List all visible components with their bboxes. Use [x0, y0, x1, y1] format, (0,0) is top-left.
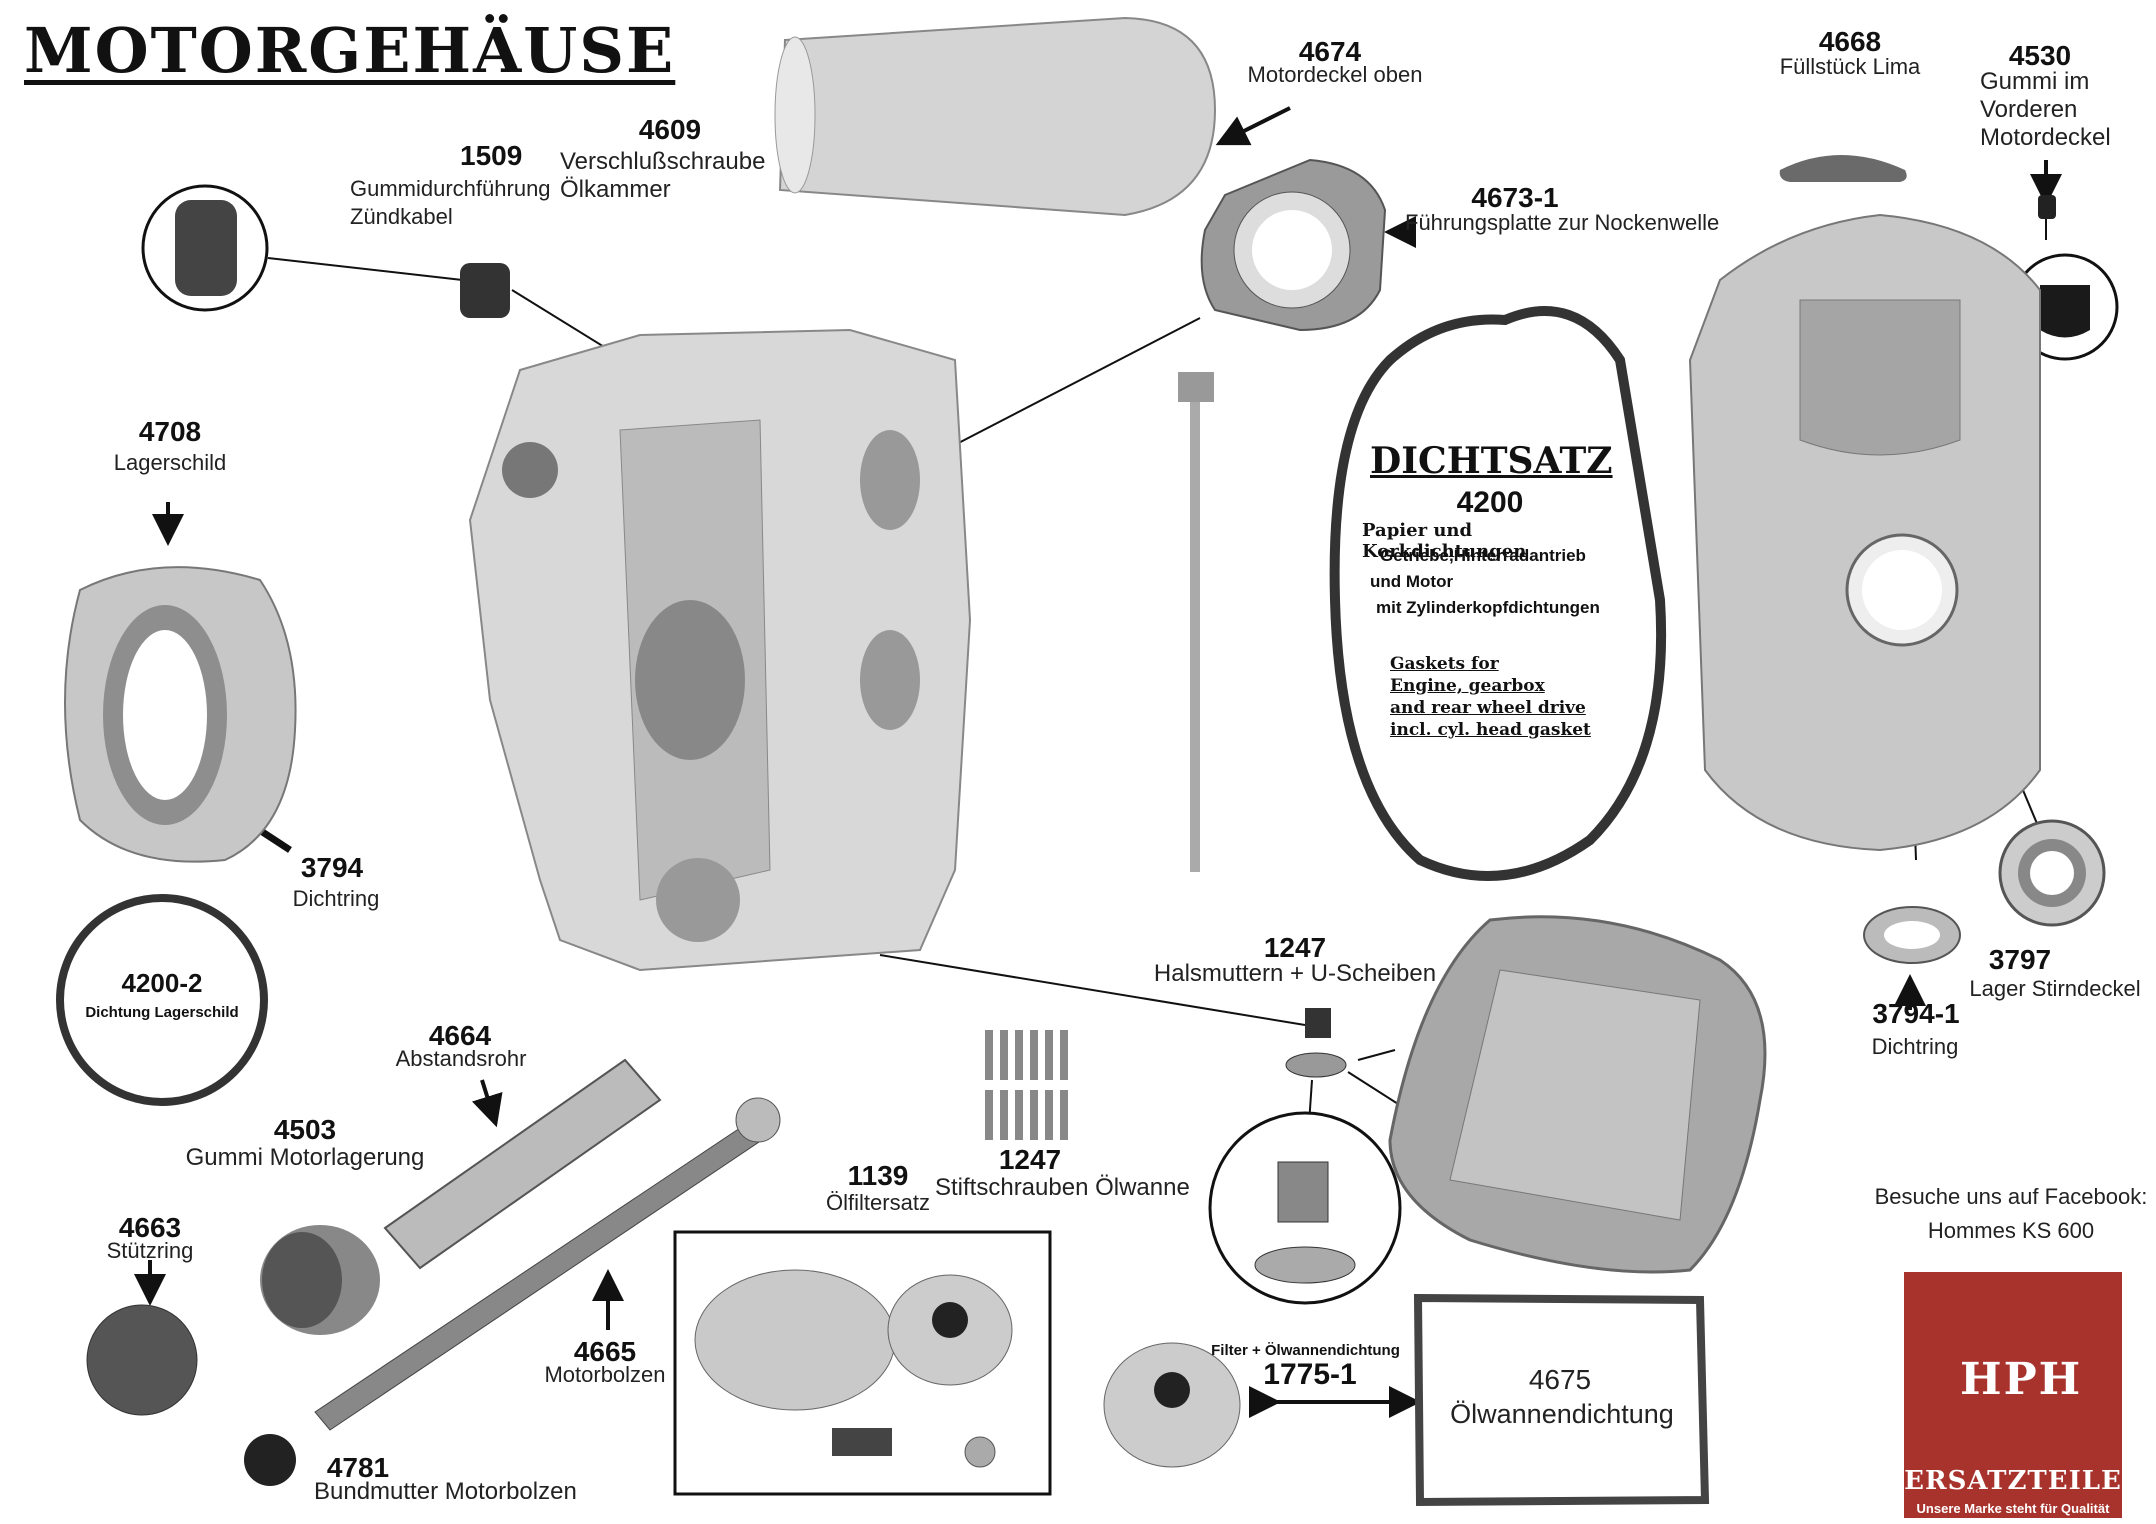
part-label-4663: Stützring: [106, 1238, 194, 1263]
part-number-3794: 3794: [300, 852, 364, 883]
washer-zoom-icon: [1254, 1246, 1356, 1284]
oil-filter-set-box: [673, 1230, 1052, 1496]
part-label-4530-line3: Motordeckel: [1980, 124, 2111, 151]
oil-pan-icon: [1388, 915, 1767, 1274]
seal-ring-icon: [1863, 906, 1961, 964]
motor-cover-top-icon: [774, 16, 1217, 217]
gasket-set-en2: Engine, gearbox: [1390, 676, 1545, 696]
part-label-4530-line2: Vorderen: [1980, 96, 2078, 123]
part-label-4781: Bundmutter Motorbolzen: [314, 1478, 577, 1505]
neck-nut-icon: [1305, 1008, 1331, 1038]
gasket-set-line4: mit Zylinderkopfdichtungen: [1376, 598, 1600, 617]
front-cover-icon: [1688, 213, 2041, 852]
part-number-4674: 4674: [1298, 36, 1362, 67]
part-label-4609-line2: Ölkammer: [560, 176, 671, 203]
filler-piece-icon: [1779, 155, 1907, 182]
gasket-set-line2: Getriebe,Hinterradantrieb: [1380, 546, 1586, 565]
flange-nut-icon: [244, 1434, 296, 1486]
page-title: MOTORGEHÄUSE: [24, 14, 676, 87]
gasket-set-number: 4200: [1456, 486, 1524, 519]
gasket-set-line1: Papier und Korkdichtungen: [1362, 520, 1527, 562]
part-label-4673-1: Führungsplatte zur Nockenwelle: [1405, 210, 1720, 235]
part-number-4664: 4664: [428, 1020, 492, 1051]
logo-letters: HPH: [1960, 1354, 2083, 1405]
gasket-set-line3: und Motor: [1370, 572, 1454, 591]
part-label-4708: Lagerschild: [113, 450, 227, 475]
spacer-tube-icon: [383, 1058, 662, 1270]
part-label-4200-2: Dichtung Lagerschild: [85, 1004, 239, 1021]
part-label-3794: Dichtring: [292, 886, 380, 911]
hph-logo: ERSATZTEILE Unsere Marke steht für Quali…: [1904, 1272, 2122, 1518]
gasket-set-icon: [1329, 306, 1667, 881]
part-label-1775-1: Filter + Ölwannendichtung: [1211, 1342, 1400, 1359]
logo-brand: ERSATZTEILE: [1904, 1466, 2122, 1496]
part-number-1139: 1139: [847, 1160, 909, 1191]
oil-pan-gasket-icon: [1413, 1293, 1710, 1507]
part-label-4503: Gummi Motorlagerung: [185, 1144, 425, 1171]
part-label-4609-line1: Verschlußschraube: [560, 148, 766, 175]
part-label-4674: Motordeckel oben: [1247, 62, 1423, 87]
part-number-1509: 1509: [460, 140, 523, 171]
part-label-4668: Füllstück Lima: [1779, 54, 1921, 79]
filter-icon: [1103, 1342, 1241, 1468]
part-number-1775-1: 1775-1: [1263, 1358, 1357, 1391]
part-number-4663: 4663: [118, 1212, 182, 1243]
part-number-1247-nuts: 1247: [1263, 932, 1327, 963]
gasket-set-title: DICHTSATZ: [1370, 440, 1613, 482]
logo-slogan: Unsere Marke steht für Qualität: [1916, 1501, 2110, 1516]
dipstick-icon: [1178, 372, 1214, 872]
gasket-set-en1: Gaskets for: [1390, 654, 1499, 674]
gasket-set-en4: incl. cyl. head gasket: [1390, 720, 1591, 740]
part-label-1139: Ölfiltersatz: [826, 1190, 930, 1215]
part-number-4708: 4708: [138, 416, 202, 447]
part-label-1247-studs: Stiftschrauben Ölwanne: [935, 1174, 1190, 1201]
part-label-1509-line1: Gummidurchführung: [350, 176, 551, 201]
part-label-3794-1: Dichtring: [1871, 1034, 1959, 1059]
guide-plate-icon: [1200, 158, 1387, 332]
gasket-set-en3: and rear wheel drive: [1390, 698, 1586, 718]
part-number-4609: 4609: [638, 114, 702, 145]
part-label-1247-nuts: Halsmuttern + U-Scheiben: [1153, 960, 1437, 987]
rubber-mount-icon: [260, 1225, 380, 1335]
support-ring-icon: [86, 1304, 198, 1416]
facebook-line2: Hommes KS 600: [1927, 1218, 2095, 1243]
part-number-4673-1: 4673-1: [1471, 182, 1559, 213]
part-number-3797: 3797: [1988, 944, 2052, 975]
part-number-4200-2: 4200-2: [121, 968, 203, 998]
part-number-3794-1: 3794-1: [1872, 998, 1960, 1029]
part-number-4665: 4665: [573, 1336, 637, 1367]
nut-zoom-icon: [1277, 1161, 1329, 1223]
grommet-icon: [141, 184, 510, 318]
stud-bolts-icon: [985, 1030, 1068, 1140]
part-label-4530-line1: Gummi im: [1980, 68, 2090, 95]
part-number-4530: 4530: [2008, 40, 2072, 71]
part-number-4675: 4675: [1528, 1364, 1592, 1395]
part-label-4665: Motorbolzen: [544, 1362, 666, 1387]
engine-housing-icon: [468, 328, 972, 972]
bearing-shield-icon: [64, 566, 297, 863]
part-number-4668: 4668: [1818, 26, 1882, 57]
rubber-small-icon: [2038, 195, 2056, 219]
shield-gasket-icon: [56, 894, 268, 1106]
part-label-4675: Ölwannendichtung: [1450, 1399, 1674, 1429]
part-number-1247-studs: 1247: [998, 1144, 1062, 1175]
rubber-zoom-icon: [2040, 285, 2090, 338]
part-label-1509-line2: Zündkabel: [350, 204, 453, 229]
facebook-line1: Besuche uns auf Facebook:: [1874, 1184, 2148, 1209]
washer-icon: [1285, 1052, 1347, 1078]
part-number-4781: 4781: [326, 1452, 390, 1483]
bearing-icon: [1998, 819, 2106, 927]
part-number-4503: 4503: [273, 1114, 337, 1145]
part-label-4664: Abstandsrohr: [395, 1046, 527, 1071]
part-label-3797: Lager Stirndeckel: [1969, 976, 2141, 1001]
